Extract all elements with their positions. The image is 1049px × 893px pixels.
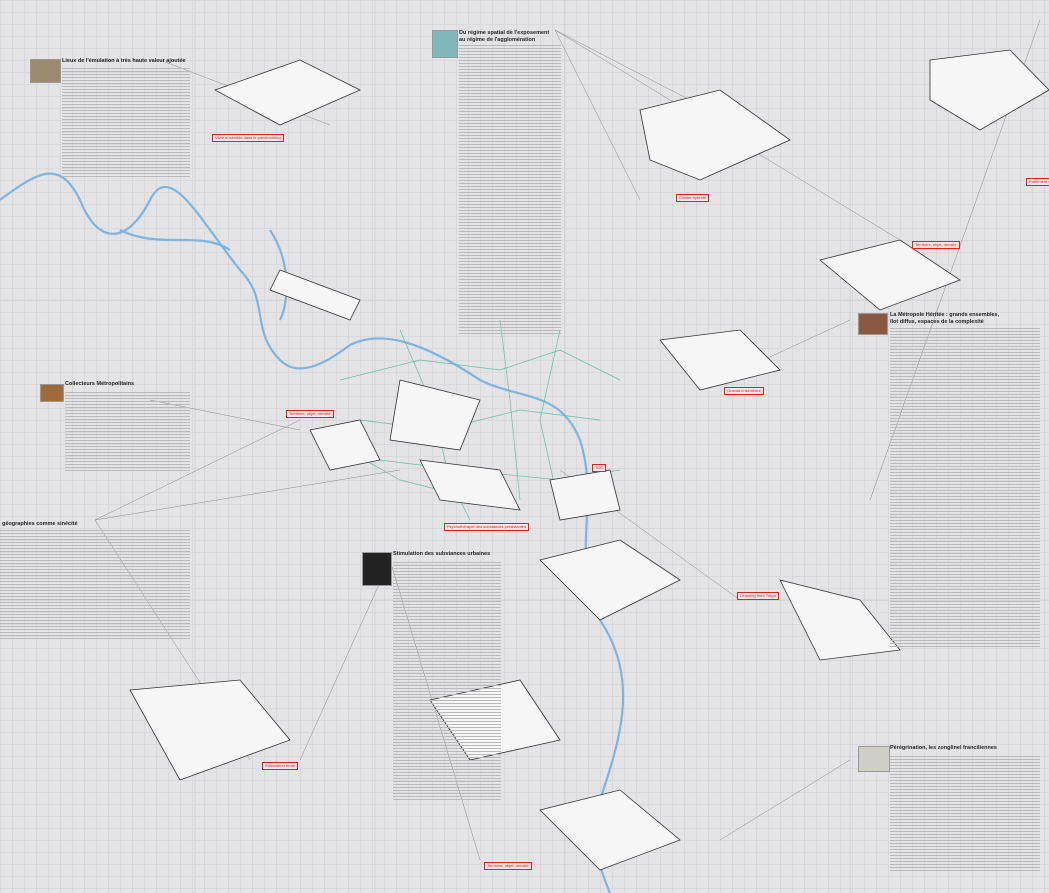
map-label: Stimulation brute bbox=[262, 762, 299, 770]
article-title: Collecteurs Métropolitains bbox=[65, 381, 135, 387]
map-label: Learning from Tokyo bbox=[737, 592, 780, 600]
map-label: Vivre ensemble dans le parcimonieux bbox=[212, 134, 285, 142]
article-image bbox=[30, 59, 61, 83]
article-image bbox=[858, 313, 888, 335]
article-title: géographies comme sinécité bbox=[2, 521, 78, 527]
article-text bbox=[0, 530, 190, 640]
map-label: Psychothérapie des substances persistant… bbox=[444, 523, 530, 531]
article-image bbox=[432, 30, 458, 58]
article-text bbox=[65, 392, 190, 472]
article-image bbox=[40, 384, 64, 402]
map-label: TOD bbox=[592, 464, 607, 472]
map-label: Grands ensembles bbox=[724, 387, 764, 395]
article-text bbox=[393, 562, 501, 802]
map-label: Territoire, objet, densité bbox=[484, 862, 532, 870]
article-title: Lieux de l'émulation à très haute valeur… bbox=[62, 58, 186, 64]
article-image bbox=[362, 552, 392, 586]
map-label: Cluster hybride bbox=[676, 194, 709, 202]
article-text bbox=[62, 68, 190, 178]
article-text bbox=[459, 45, 561, 335]
article-text bbox=[890, 328, 1040, 648]
map-label: Territoire, objet, densité bbox=[912, 241, 960, 249]
map-label: Parlement d bbox=[1026, 178, 1049, 186]
article-title: Stimulation des substances urbaines bbox=[393, 551, 491, 557]
article-title: La Métropole Héritée : grands ensembles,… bbox=[890, 312, 1000, 325]
article-text bbox=[890, 756, 1040, 871]
article-title: Pérégrination, les zonglinel francilienn… bbox=[890, 745, 997, 751]
article-title: Du régime spatial de l'exposement au rég… bbox=[459, 30, 550, 43]
article-image bbox=[858, 746, 890, 772]
axonometric-buildings bbox=[129, 49, 1049, 871]
map-label: Territoire, objet, densité bbox=[286, 410, 334, 418]
